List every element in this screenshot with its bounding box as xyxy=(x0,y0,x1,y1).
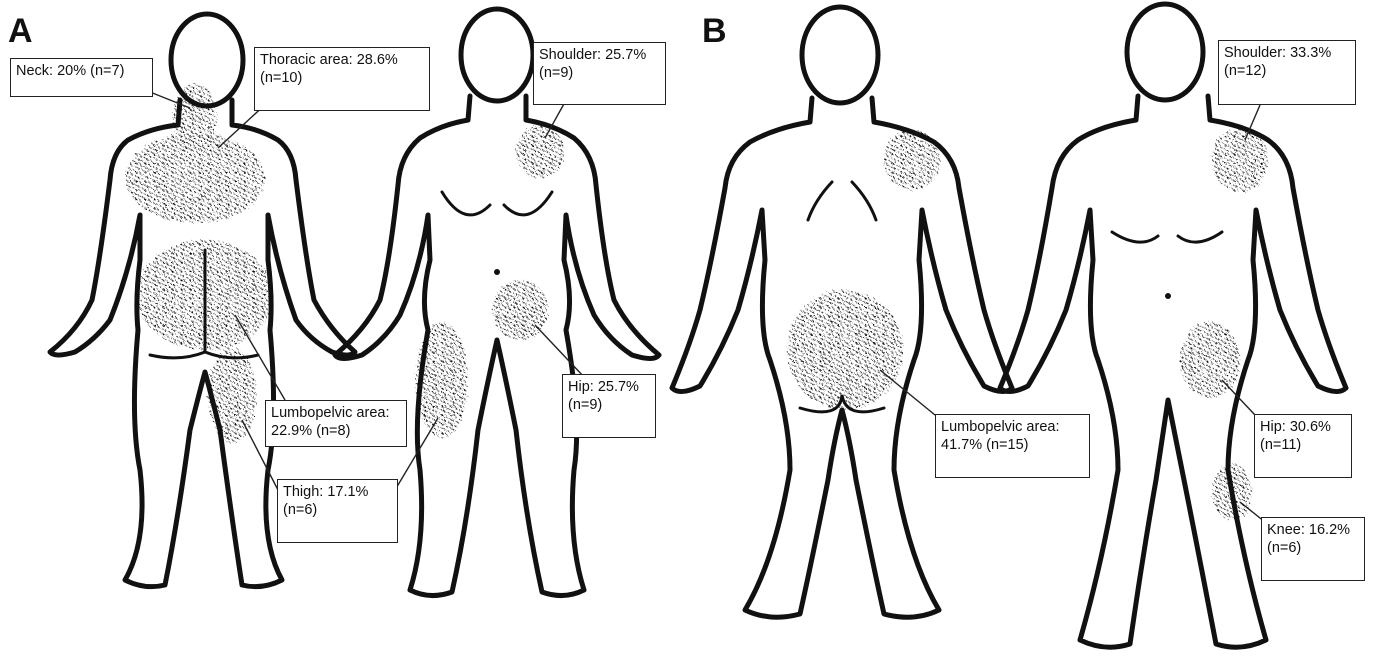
label-a-thoracic-region: Thoracic area: 28.6% xyxy=(260,51,424,69)
label-b-knee-count: (n=6) xyxy=(1267,539,1359,557)
region-b-hip xyxy=(1180,322,1240,398)
label-a-shoulder-count: (n=9) xyxy=(539,64,660,82)
region-a-thigh-front xyxy=(416,322,468,438)
label-a-neck: Neck: 20% (n=7) xyxy=(10,58,153,97)
label-a-neck-text: Neck: 20% (n=7) xyxy=(16,62,147,80)
label-a-lumbopelvic-count: 22.9% (n=8) xyxy=(271,422,401,440)
region-b-lumbopelvic xyxy=(787,290,903,410)
label-a-hip-region: Hip: 25.7% xyxy=(568,378,650,396)
label-b-shoulder-region: Shoulder: 33.3% xyxy=(1224,44,1350,62)
label-a-hip-count: (n=9) xyxy=(568,396,650,414)
label-a-thigh: Thigh: 17.1% (n=6) xyxy=(277,479,398,543)
label-b-hip-region: Hip: 30.6% xyxy=(1260,418,1346,436)
label-b-lumbopelvic-region: Lumbopelvic area: xyxy=(941,418,1084,436)
label-a-thigh-count: (n=6) xyxy=(283,501,392,519)
region-b-shoulder-back xyxy=(884,130,940,190)
label-a-thoracic-count: (n=10) xyxy=(260,69,424,87)
label-b-shoulder-count: (n=12) xyxy=(1224,62,1350,80)
region-a-lumbopelvic xyxy=(137,240,273,350)
label-a-thigh-region: Thigh: 17.1% xyxy=(283,483,392,501)
label-b-knee-region: Knee: 16.2% xyxy=(1267,521,1359,539)
label-b-hip: Hip: 30.6% (n=11) xyxy=(1254,414,1352,478)
panel-letter-b: B xyxy=(702,12,727,50)
region-a-hip xyxy=(492,280,548,340)
label-a-hip: Hip: 25.7% (n=9) xyxy=(562,374,656,438)
region-a-shoulder xyxy=(516,126,564,178)
region-b-shoulder xyxy=(1212,128,1268,192)
region-b-knee xyxy=(1212,464,1252,520)
label-b-lumbopelvic-count: 41.7% (n=15) xyxy=(941,436,1084,454)
label-a-lumbopelvic-region: Lumbopelvic area: xyxy=(271,404,401,422)
label-b-shoulder: Shoulder: 33.3% (n=12) xyxy=(1218,40,1356,105)
panel-letter-a: A xyxy=(8,12,33,50)
label-b-knee: Knee: 16.2% (n=6) xyxy=(1261,517,1365,581)
pain-regions-a xyxy=(125,83,564,443)
label-a-thoracic: Thoracic area: 28.6% (n=10) xyxy=(254,47,430,111)
region-a-thoracic xyxy=(125,133,265,223)
region-a-thigh xyxy=(208,347,256,443)
label-b-lumbopelvic: Lumbopelvic area: 41.7% (n=15) xyxy=(935,414,1090,478)
label-a-shoulder: Shoulder: 25.7% (n=9) xyxy=(533,42,666,105)
label-a-lumbopelvic: Lumbopelvic area: 22.9% (n=8) xyxy=(265,400,407,447)
label-b-hip-count: (n=11) xyxy=(1260,436,1346,454)
leader-a-hip xyxy=(535,325,585,378)
label-a-shoulder-region: Shoulder: 25.7% xyxy=(539,46,660,64)
